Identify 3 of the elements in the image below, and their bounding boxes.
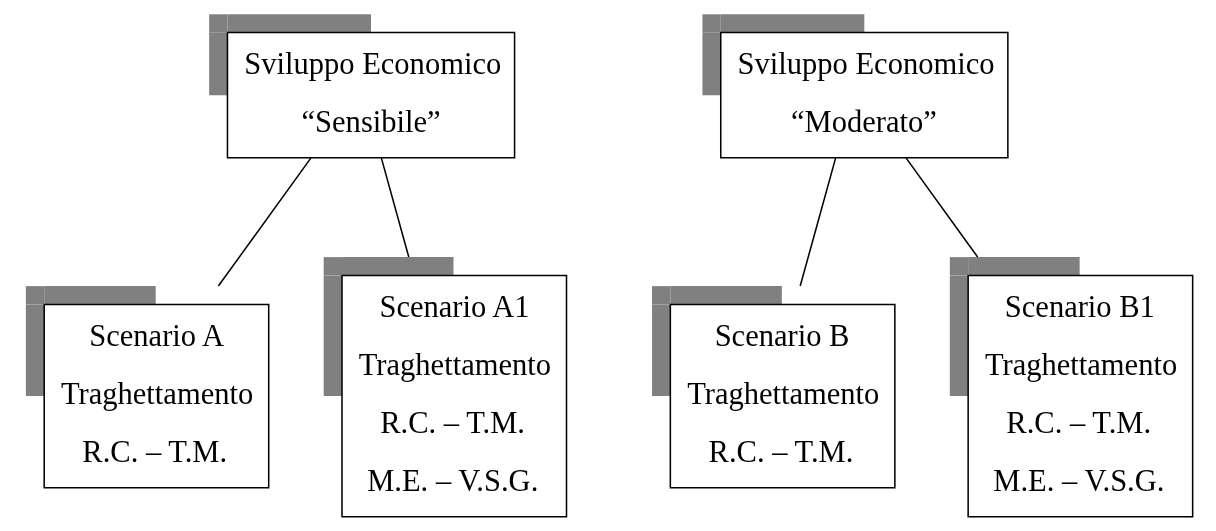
connector [380, 157, 410, 258]
connector [217, 157, 312, 287]
connector [798, 157, 836, 287]
